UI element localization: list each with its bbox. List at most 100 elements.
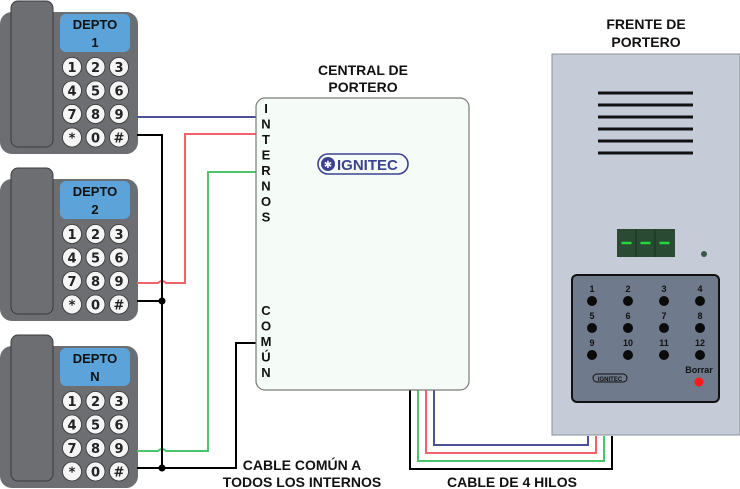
keypad-key[interactable]: 0 (85, 294, 106, 315)
keypad-key[interactable]: 3 (109, 224, 129, 244)
apartment-call-button[interactable]: 8 (695, 311, 705, 333)
apartment-call-button[interactable]: 2 (623, 284, 633, 306)
apartment-call-button[interactable]: 10 (623, 338, 633, 360)
apartment-call-button[interactable]: 5 (587, 311, 597, 333)
clear-button[interactable] (694, 377, 704, 387)
comun-letter: M (261, 334, 272, 349)
caption-common-line1: CABLE COMÚN A (243, 456, 361, 473)
keypad-key[interactable]: 5 (85, 414, 106, 435)
keypad-key[interactable]: 0 (85, 127, 106, 148)
keypad-key-label: * (69, 132, 76, 147)
apartment-call-button[interactable]: 7 (659, 311, 669, 333)
keypad-key[interactable]: 1 (62, 224, 82, 244)
handset-icon (10, 167, 54, 315)
phone-label-line1: DEPTO (73, 184, 118, 199)
apartment-call-button[interactable]: 1 (587, 284, 597, 306)
keypad-key[interactable]: 8 (85, 104, 106, 124)
keypad-key-label: # (114, 132, 125, 147)
four-wire-green (417, 390, 605, 462)
keypad-key[interactable]: # (109, 127, 129, 148)
keypad-key[interactable]: 7 (62, 438, 82, 458)
apartment-call-button[interactable]: 12 (695, 338, 705, 360)
keypad-key[interactable]: 3 (109, 57, 129, 77)
internos-letter: N (261, 179, 270, 194)
keypad-key-label: 8 (91, 108, 100, 123)
keypad-key[interactable]: 9 (109, 438, 129, 458)
keypad-key-label: * (69, 466, 76, 481)
keypad-key-label: 4 (67, 419, 76, 434)
keypad-key[interactable]: 7 (62, 104, 82, 124)
keypad-key-label: 9 (114, 275, 123, 290)
keypad-key-label: 1 (67, 228, 76, 243)
keypad-key[interactable]: 9 (109, 104, 129, 124)
keypad-key-label: 7 (67, 108, 76, 123)
wires (137, 116, 613, 470)
frente-title-line2: PORTERO (611, 34, 680, 50)
keypad-key[interactable]: * (62, 461, 82, 482)
keypad-key-label: 0 (91, 466, 100, 481)
apartment-call-button[interactable]: 4 (695, 284, 705, 306)
wire-common-bus (137, 134, 258, 469)
keypad-key-label: 2 (91, 228, 100, 243)
apartment-call-button[interactable]: 11 (659, 338, 669, 360)
keypad-key[interactable]: 9 (109, 271, 129, 291)
four-wire-blue (433, 390, 589, 446)
phone-label-line1: DEPTO (73, 17, 118, 32)
keypad-key-label: 8 (91, 275, 100, 290)
apartment-call-button[interactable]: 6 (623, 311, 633, 333)
keypad-key[interactable]: 2 (85, 224, 106, 244)
keypad-key[interactable]: * (62, 127, 82, 148)
internos-letter: O (261, 194, 271, 209)
keypad-key[interactable]: 2 (85, 391, 106, 411)
apartment-call-button[interactable]: 3 (659, 284, 669, 306)
keypad-key[interactable]: 7 (62, 271, 82, 291)
phone-label-line1: DEPTO (73, 351, 118, 366)
keypad-key-label: 5 (91, 419, 100, 434)
keypad-key-label: 4 (67, 252, 76, 267)
keypad-key[interactable]: # (109, 294, 129, 315)
keypad-key[interactable]: 5 (85, 80, 106, 101)
keypad-key[interactable]: 2 (85, 57, 106, 77)
apartment-call-button[interactable]: 9 (587, 338, 597, 360)
call-button-label: 11 (659, 338, 669, 348)
call-button-label: 5 (589, 311, 594, 321)
keypad-key[interactable]: 1 (62, 391, 82, 411)
central-title-line2: PORTERO (328, 79, 397, 95)
keypad-key[interactable]: 8 (85, 438, 106, 458)
keypad-key[interactable]: 8 (85, 271, 106, 291)
call-button-label: 3 (661, 284, 666, 294)
keypad-key[interactable]: # (109, 461, 129, 482)
keypad-key-label: 5 (91, 85, 100, 100)
keypad-key[interactable]: 6 (109, 414, 129, 435)
keypad-key-label: 9 (114, 108, 123, 123)
keypad-key[interactable]: * (62, 294, 82, 315)
keypad-key[interactable]: 3 (109, 391, 129, 411)
phone-label-line2: 2 (91, 202, 98, 217)
call-button-label: 8 (697, 311, 702, 321)
keypad-key[interactable]: 0 (85, 461, 106, 482)
central-brand: IGNITEC (337, 157, 398, 174)
call-button-label: 2 (625, 284, 630, 294)
keypad-key[interactable]: 4 (62, 80, 82, 101)
internos-letter: I (264, 101, 268, 116)
keypad-key-label: 9 (114, 442, 123, 457)
keypad-key[interactable]: 4 (62, 414, 82, 435)
keypad-key-label: 6 (114, 252, 123, 267)
call-button-label: 4 (697, 284, 702, 294)
call-button-label: 6 (625, 311, 630, 321)
keypad-key[interactable]: 4 (62, 247, 82, 268)
call-button-label: 7 (661, 311, 666, 321)
keypad-key[interactable]: 5 (85, 247, 106, 268)
keypad-key[interactable]: 1 (62, 57, 82, 77)
keypad-key-label: 7 (67, 442, 76, 457)
comun-letter: C (261, 303, 271, 318)
keypad-key-label: 8 (91, 442, 100, 457)
svg-text:✱: ✱ (324, 160, 332, 171)
keypad-key[interactable]: 6 (109, 80, 129, 101)
frente-brand: IGNITEC (598, 377, 623, 383)
four-wire-black (409, 390, 613, 470)
keypad-key[interactable]: 6 (109, 247, 129, 268)
keypad-key-label: 7 (67, 275, 76, 290)
